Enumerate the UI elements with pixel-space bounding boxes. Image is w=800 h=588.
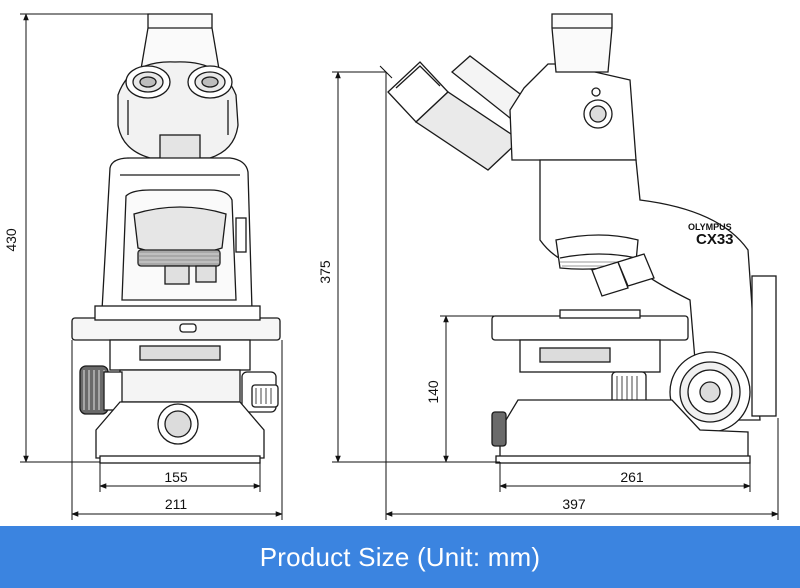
right-focus-knob: [241, 371, 279, 413]
footer-title: Product Size (Unit: mm): [259, 541, 541, 572]
front-view: [71, 13, 281, 464]
brand-label: OLYMPUS: [688, 222, 732, 232]
left-eyepiece: [125, 65, 171, 99]
front-overall-width-label: 211: [165, 496, 188, 512]
dimension-lines: [20, 13, 779, 520]
side-view: [387, 13, 777, 464]
right-eyepiece: [187, 65, 233, 99]
side-eyepiece: [387, 55, 529, 171]
front-base-width-label: 155: [164, 469, 188, 485]
stage-height-label: 140: [425, 380, 441, 404]
front-height-label: 430: [3, 228, 19, 252]
side-overall-depth-label: 397: [562, 496, 586, 512]
side-height-label: 375: [317, 260, 333, 284]
model-label: CX33: [696, 231, 734, 248]
microscope-dimension-drawing: OLYMPUS CX33 430 155 211 375 140: [3, 13, 779, 520]
footer-banner: Product Size (Unit: mm): [0, 526, 800, 588]
side-base-depth-label: 261: [620, 469, 644, 485]
light-intensity-dial: [669, 351, 751, 433]
left-focus-knob: [79, 365, 123, 415]
